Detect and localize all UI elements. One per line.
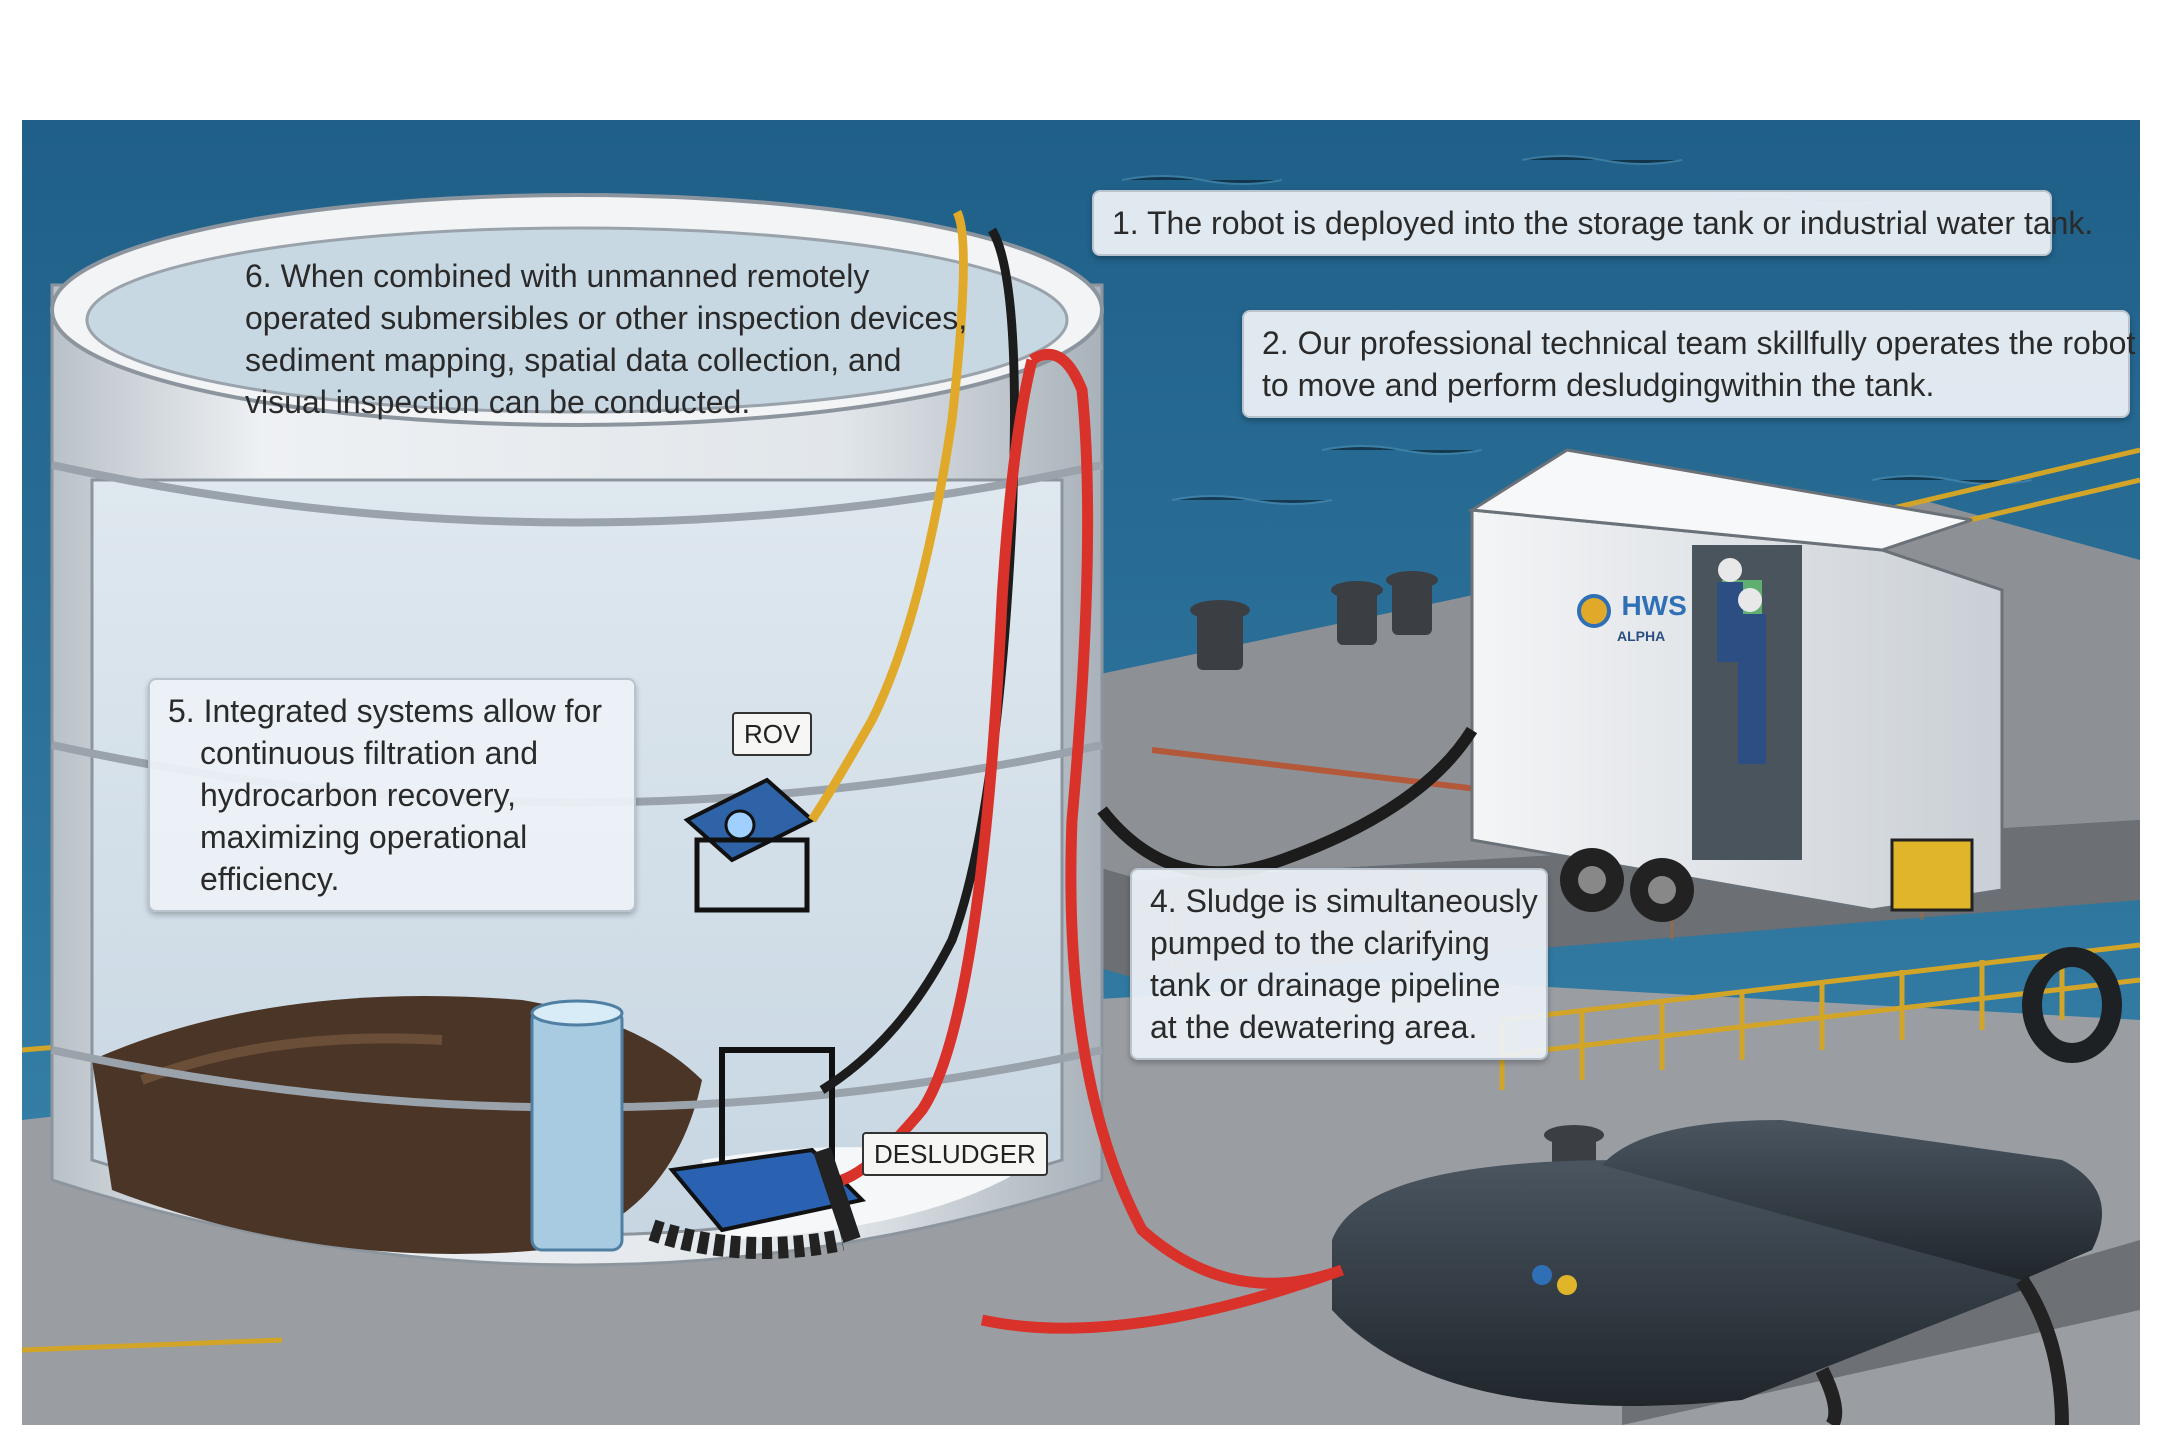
- illustration-scene: 1. The robot is deployed into the storag…: [22, 120, 2140, 1425]
- callout-line: efficiency.: [200, 861, 340, 897]
- callout-line: visual inspection can be conducted.: [245, 384, 751, 420]
- callout-line: 2. Our professional technical team skill…: [1262, 325, 2136, 361]
- hose-yellow: [808, 209, 968, 823]
- hose-red: [1028, 348, 1344, 1289]
- brand-sub: ALPHA: [1617, 627, 1666, 644]
- callout-step-2: 2. Our professional technical team skill…: [1242, 310, 2136, 418]
- rov-label: ROV: [732, 712, 813, 756]
- rov-device: [683, 777, 816, 913]
- callout-line: 4. Sludge is simultaneously: [1150, 883, 1538, 919]
- callout-line: operated submersibles or other inspectio…: [245, 300, 968, 336]
- trailer-brand: HWS ALPHA: [1577, 590, 1687, 644]
- control-trailer: [1467, 448, 2004, 922]
- hose-black-out: [1097, 726, 1478, 879]
- brand-logo-icon: [1577, 593, 1611, 628]
- dewatering-bags: [1332, 1120, 2102, 1406]
- callout-line: at the dewatering area.: [1150, 1009, 1478, 1045]
- callout-line: maximizing operational: [200, 819, 528, 855]
- callout-step-4: 4. Sludge is simultaneously pumped to th…: [1130, 868, 1548, 1060]
- callout-line: sediment mapping, spatial data collectio…: [245, 342, 902, 378]
- callout-line: pumped to the clarifying: [1150, 925, 1490, 961]
- callout-step-6: 6. When combined with unmanned remotely …: [227, 245, 968, 433]
- callout-line: 5. Integrated systems allow for: [168, 693, 602, 729]
- desludger-robot: [648, 1047, 867, 1259]
- brand-name: HWS: [1621, 590, 1687, 621]
- callout-step-5: 5. Integrated systems allow for continuo…: [148, 678, 636, 912]
- callout-line: hydrocarbon recovery,: [200, 777, 516, 813]
- callout-line: 6. When combined with unmanned remotely: [245, 258, 870, 294]
- callout-line: tank or drainage pipeline: [1150, 967, 1501, 1003]
- callout-line: to move and perform desludgingwithin the…: [1262, 367, 1935, 403]
- callout-line: continuous filtration and: [200, 735, 538, 771]
- desludger-label: DESLUDGER: [862, 1132, 1048, 1176]
- callout-line: 1. The robot is deployed into the storag…: [1112, 205, 2094, 241]
- callout-step-1: 1. The robot is deployed into the storag…: [1092, 190, 2094, 256]
